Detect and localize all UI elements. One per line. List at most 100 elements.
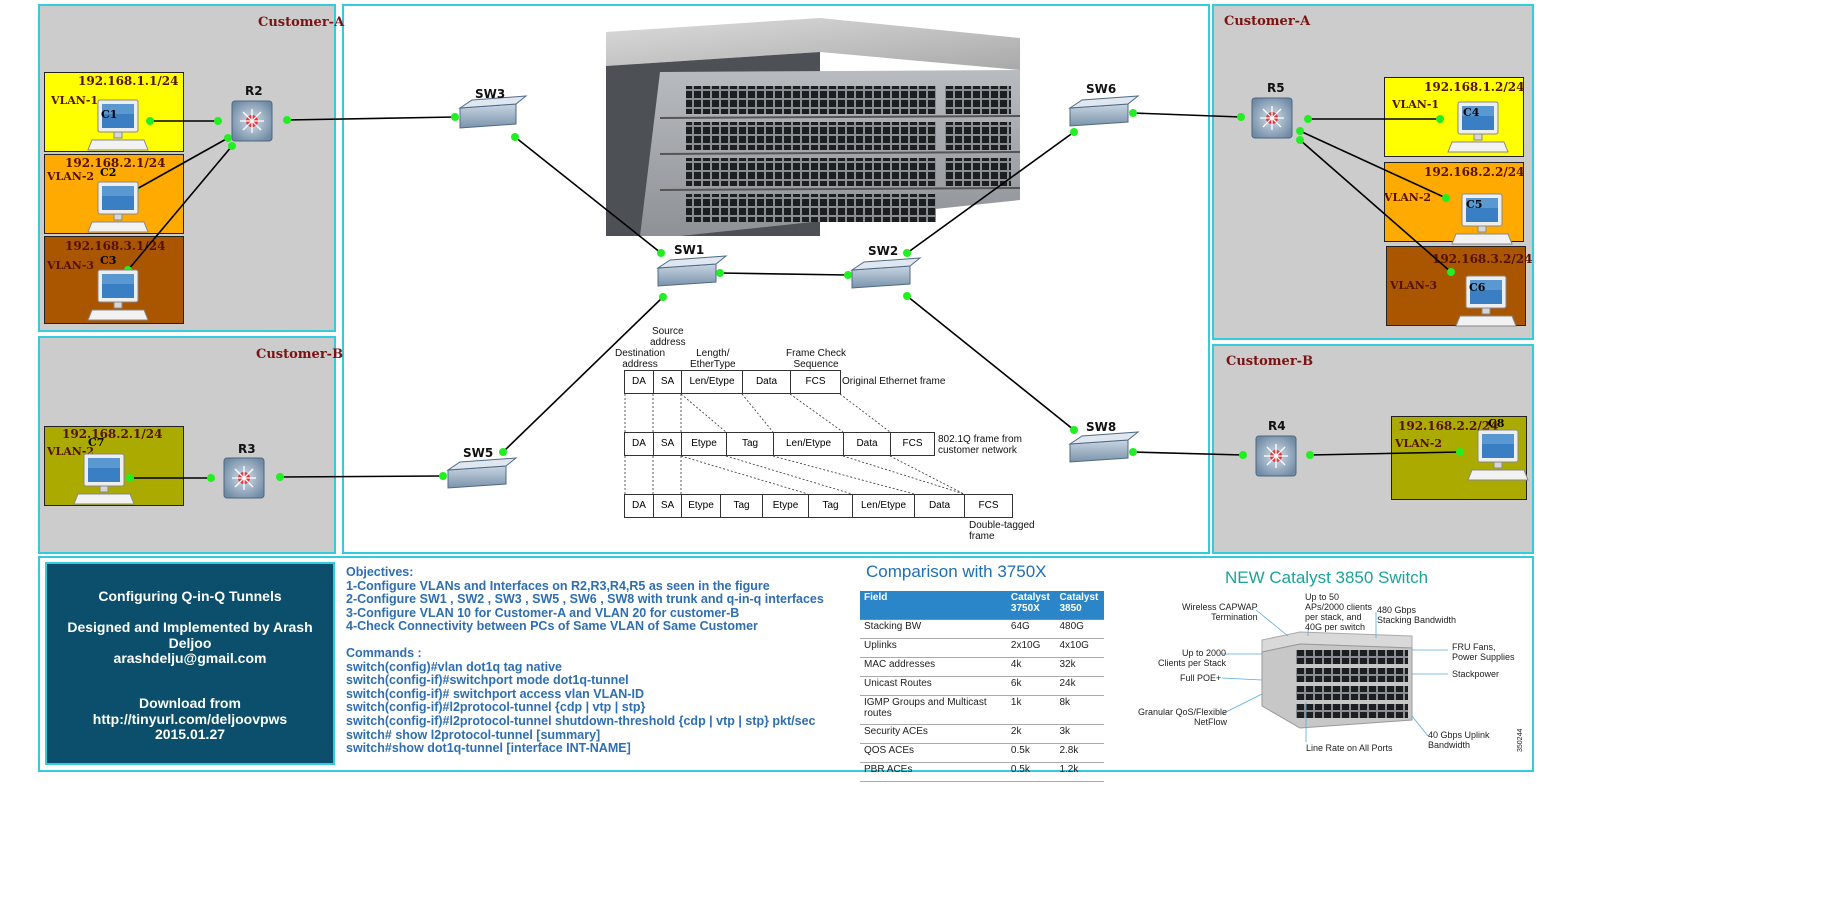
annotation-linerate: Line Rate on All Ports: [1306, 743, 1393, 753]
pc-label-c1: C1: [101, 108, 118, 121]
objectives-section: Objectives: 1-Configure VLANs and Interf…: [346, 565, 824, 756]
command-line: switch(config-if)#l2protocol-tunnel shut…: [346, 713, 816, 728]
pc-c5-icon[interactable]: [1450, 190, 1514, 254]
table-cell: 0.5k: [1006, 743, 1056, 763]
objectives-heading: Objectives:: [346, 565, 414, 579]
pc-label-c8: C8: [1488, 417, 1505, 430]
table-cell: 2.8k: [1055, 743, 1104, 763]
commands-heading: Commands :: [346, 645, 422, 660]
project-info-box: Configuring Q-in-Q Tunnels Designed and …: [45, 562, 335, 765]
pc-c7-icon[interactable]: [72, 450, 136, 514]
new-switch-title: NEW Catalyst 3850 Switch: [1225, 568, 1429, 587]
frame-cell: Data: [742, 370, 791, 394]
comparison-table: Field Catalyst 3750X Catalyst 3850 Stack…: [860, 591, 1104, 782]
table-cell: 3k: [1055, 724, 1104, 744]
frame-label-fcs: Frame Check Sequence: [786, 348, 847, 370]
table-cell: Unicast Routes: [860, 676, 1007, 696]
pc-c2-icon[interactable]: [86, 178, 150, 242]
panel-title: Customer-B: [256, 347, 344, 362]
author-email: arashdelju@gmail.com: [113, 650, 267, 666]
image-code: 350244: [1517, 728, 1524, 752]
router-r5-label: R5: [1267, 81, 1285, 95]
frame-cell: Len/Etype: [852, 494, 915, 518]
panel-title: Customer-A: [1224, 14, 1311, 29]
vlan-label-c7: VLAN-2: [47, 445, 95, 458]
annotation-qos: Granular QoS/Flexible NetFlow: [1138, 707, 1228, 727]
frame-cell: SA: [653, 370, 682, 394]
ip-label-c6: 192.168.3.2/24: [1432, 252, 1533, 266]
project-title: Configuring Q-in-Q Tunnels: [98, 588, 282, 604]
command-line: switch# show l2protocol-tunnel [summary]: [346, 727, 601, 742]
pc-label-c5: C5: [1466, 198, 1483, 211]
switch-sw1-label: SW1: [674, 243, 705, 257]
frame-cell: Etype: [681, 432, 727, 456]
ip-label-c4: 192.168.1.2/24: [1424, 80, 1525, 94]
switch-sw3-label: SW3: [475, 87, 506, 101]
comparison-header: Catalyst 3850: [1055, 591, 1104, 620]
panel-title: Customer-A: [258, 15, 345, 30]
pc-c3-icon[interactable]: [86, 266, 150, 330]
frame-label-source: Source address: [650, 326, 686, 348]
core-network-panel: [342, 4, 1210, 554]
table-cell: 4k: [1006, 657, 1056, 677]
switch-sw5-label: SW5: [463, 446, 494, 460]
command-line: switch(config-if)#switchport mode dot1q-…: [346, 673, 629, 688]
vlan-label-c5: VLAN-2: [1384, 191, 1432, 204]
frame-cell: Len/Etype: [773, 432, 844, 456]
switch-sw2-label: SW2: [868, 244, 899, 258]
frame-cell: Etype: [681, 494, 721, 518]
frame-cell: SA: [653, 432, 682, 456]
comparison-header: Field: [860, 591, 1007, 620]
comparison-title: Comparison with 3750X: [866, 562, 1047, 581]
frame-cell: Etype: [762, 494, 809, 518]
panel-title: Customer-B: [1226, 354, 1314, 369]
table-cell: Uplinks: [860, 638, 1007, 658]
table-cell: 480G: [1055, 619, 1104, 639]
pc-label-c6: C6: [1469, 281, 1486, 294]
date-line: 2015.01.27: [154, 726, 226, 742]
objective-item: 2-Configure SW1 , SW2 , SW3 , SW5 , SW6 …: [346, 592, 824, 607]
frame-label-destination: Destination address: [615, 348, 666, 370]
ip-label-c8: 192.168.2.2/24: [1398, 419, 1499, 433]
comparison-header: Catalyst 3750X: [1006, 591, 1056, 620]
comparison-header-row: Field Catalyst 3750X Catalyst 3850: [860, 591, 1104, 620]
author-line: Designed and Implemented by Arash Deljoo: [67, 619, 313, 651]
table-cell: IGMP Groups and Multicast routes: [860, 695, 1007, 725]
ip-label-c5: 192.168.2.2/24: [1424, 165, 1525, 179]
annotation-clients: Up to 2000 Clients per Stack: [1158, 648, 1227, 668]
pc-c4-icon[interactable]: [1446, 98, 1510, 162]
frame-cell: Tag: [726, 432, 774, 456]
frame-cell: Tag: [720, 494, 763, 518]
table-cell: 24k: [1055, 676, 1104, 696]
pc-c8-icon[interactable]: [1466, 426, 1530, 490]
download-link[interactable]: Download from http://tinyurl.com/deljoov…: [92, 695, 288, 727]
annotation-capwap: Wireless CAPWAP Termination: [1182, 602, 1258, 622]
frame-label-original: Original Ethernet frame: [842, 376, 946, 387]
table-cell: 4x10G: [1055, 638, 1104, 658]
annotation-stackpower: Stackpower: [1452, 669, 1500, 679]
vlan-label-c8: VLAN-2: [1395, 437, 1443, 450]
table-cell: 64G: [1006, 619, 1056, 639]
vlan-label-c4: VLAN-1: [1392, 98, 1440, 111]
router-r4-label: R4: [1268, 419, 1286, 433]
pc-label-c7: C7: [88, 436, 105, 449]
frame-cell: DA: [624, 432, 654, 456]
table-cell: 2x10G: [1006, 638, 1056, 658]
frame-cell: Len/Etype: [681, 370, 743, 394]
table-cell: 6k: [1006, 676, 1056, 696]
table-cell: 1.2k: [1055, 762, 1104, 782]
pc-c1-icon[interactable]: [86, 96, 150, 160]
frame-label-length: Length/ EtherType: [690, 348, 736, 370]
router-r3-label: R3: [238, 442, 256, 456]
vlan-label-c1: VLAN-1: [51, 94, 99, 107]
command-line: switch(config)#vlan dot1q tag native: [346, 659, 562, 674]
pc-c6-icon[interactable]: [1454, 272, 1518, 336]
ip-label-c7: 192.168.2.1/24: [62, 427, 163, 441]
table-cell: 2k: [1006, 724, 1056, 744]
